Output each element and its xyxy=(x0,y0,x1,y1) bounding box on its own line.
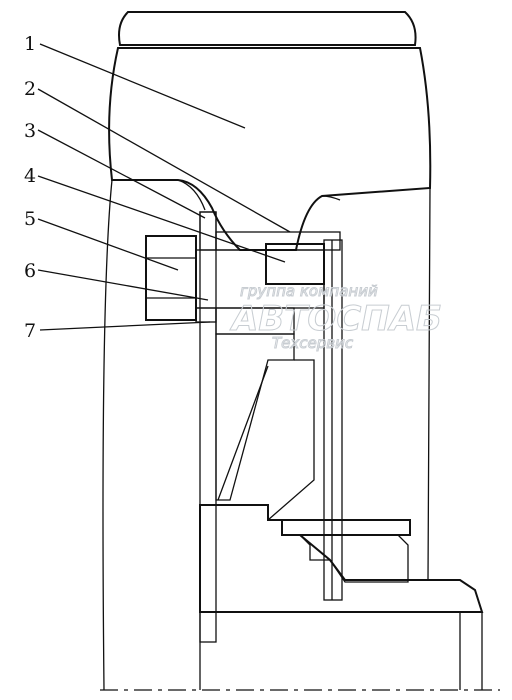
svg-text:группа компаний: группа компаний xyxy=(240,282,378,300)
flange-ring xyxy=(199,211,217,643)
callout-3: 3 xyxy=(24,120,36,142)
leader-lines xyxy=(37,43,291,331)
callout-4: 4 xyxy=(24,165,36,187)
bearing-cup xyxy=(298,534,409,583)
callout-6: 6 xyxy=(24,260,36,282)
spoke-web xyxy=(215,333,295,501)
callout-1: 1 xyxy=(24,33,36,55)
callout-2: 2 xyxy=(24,78,36,100)
hub-seat xyxy=(281,519,411,536)
callout-5: 5 xyxy=(24,208,36,230)
tire-body xyxy=(108,47,432,251)
right-web xyxy=(323,239,343,601)
spoke-web-2 xyxy=(217,359,315,521)
watermark: группа компаний АВТОСПАБ Техсервис xyxy=(229,282,443,353)
svg-text:АВТОСПАБ: АВТОСПАБ xyxy=(229,299,442,339)
bolt-head xyxy=(145,235,197,321)
axle xyxy=(199,611,483,690)
svg-text:Техсервис: Техсервис xyxy=(272,334,354,352)
rim-outline xyxy=(102,179,431,691)
clamp-ring xyxy=(215,231,341,251)
lock-washer xyxy=(195,307,217,323)
hub xyxy=(199,504,484,613)
tire-tread xyxy=(118,11,417,46)
flange-ring-top xyxy=(199,211,217,251)
callout-7: 7 xyxy=(24,320,36,342)
